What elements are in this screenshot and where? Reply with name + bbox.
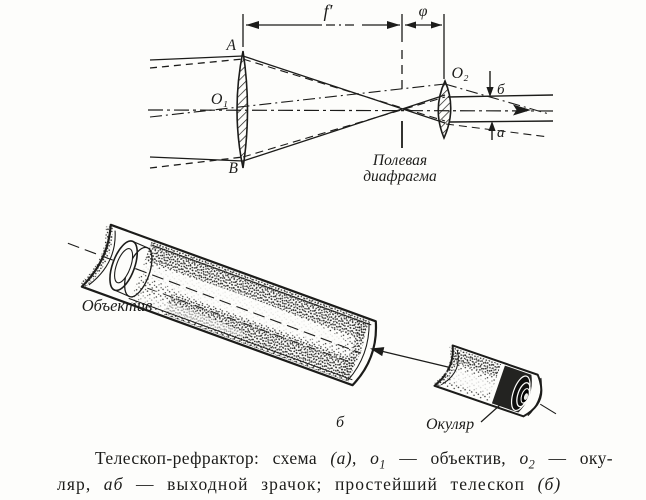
inner-wall-line-top bbox=[152, 244, 372, 326]
eyepiece-mouth-rim bbox=[440, 350, 459, 386]
eyepiece-lens bbox=[437, 79, 452, 141]
exit-pupil-markers bbox=[486, 71, 496, 140]
tube-inner-dashed-line bbox=[147, 287, 351, 363]
objective-lens-glass bbox=[114, 248, 134, 284]
main-tube bbox=[67, 223, 378, 387]
figure-part-label: б bbox=[336, 414, 345, 431]
caption-text: Телескоп-рефрактор: схема bbox=[95, 448, 331, 468]
axis-stub bbox=[539, 403, 557, 415]
arrowhead-right bbox=[431, 21, 442, 29]
caption-text: о bbox=[519, 448, 529, 468]
focal-length-label: f′ bbox=[324, 1, 334, 21]
objective-lens bbox=[236, 50, 249, 169]
optical-axis bbox=[147, 109, 557, 112]
inner-wall-line-bottom bbox=[128, 297, 353, 381]
phi-label: φ bbox=[419, 3, 428, 20]
tube-axis-line bbox=[67, 242, 362, 354]
tube-lower-shading bbox=[164, 293, 357, 382]
eyepiece-tube bbox=[433, 344, 557, 418]
light-ray-dashed bbox=[242, 96, 446, 158]
arrowhead-left bbox=[405, 21, 416, 29]
eyepiece-highlight bbox=[445, 370, 495, 392]
mouth-inner-rim bbox=[88, 230, 116, 286]
eyepiece-label: Окуляр bbox=[426, 416, 474, 433]
objective-lens-cell bbox=[109, 240, 153, 298]
chief-ray-exit bbox=[444, 83, 550, 115]
eyepiece-distance-dimension bbox=[405, 21, 442, 29]
caption-text: ляр, bbox=[57, 473, 104, 494]
interior-gap bbox=[488, 364, 505, 404]
eyepiece-label-pointer bbox=[480, 404, 501, 423]
mouth-wall-shading bbox=[80, 226, 113, 288]
light-ray bbox=[242, 94, 446, 162]
pupil-top-arrowhead bbox=[486, 87, 494, 97]
caption-text: , bbox=[352, 448, 371, 468]
tube-highlight bbox=[136, 266, 348, 346]
incoming-rays bbox=[149, 55, 244, 169]
caption-subscript: 2 bbox=[528, 457, 536, 472]
figure-caption: Телескоп-рефрактор: схема (а), о1 — объе… bbox=[57, 447, 613, 495]
eyepiece-mouth-shading bbox=[434, 345, 457, 388]
caption-text: — выходной зрачок; простейший телескоп bbox=[123, 473, 538, 494]
refractor-schematic: f′ φ bbox=[147, 1, 557, 185]
objective-center-label: О₁ bbox=[211, 91, 228, 108]
caption-text: аб bbox=[103, 473, 124, 494]
light-ray-dashed bbox=[149, 58, 244, 69]
dimension-extension-lines bbox=[242, 14, 445, 148]
pupil-top-label: б bbox=[497, 82, 505, 98]
caption-line-2: ляр, аб — выходной зрачок; простейший те… bbox=[57, 473, 613, 495]
caption-text: — объектив, bbox=[385, 448, 520, 468]
eyepiece-lens-rings bbox=[510, 375, 531, 412]
tube-upper-shading bbox=[144, 240, 370, 339]
caption-line-1: Телескоп-рефрактор: схема (а), о1 — объе… bbox=[57, 447, 613, 473]
field-stop-label-line2: диафрагма bbox=[363, 168, 437, 185]
telescope-illustration: Объектив б Окуляр bbox=[67, 223, 557, 433]
arrowhead-left bbox=[246, 21, 259, 29]
exit-rays bbox=[445, 94, 554, 138]
objective-label: Объектив bbox=[82, 296, 153, 315]
chief-ray bbox=[149, 83, 446, 118]
cap-inner-rim bbox=[347, 322, 370, 381]
field-stop-label-line1: Полевая bbox=[372, 152, 427, 169]
eyepiece-cap-rim bbox=[527, 377, 542, 417]
caption-subscript: 1 bbox=[379, 457, 386, 472]
axis-arrowhead bbox=[513, 104, 531, 116]
focal-length-dimension bbox=[246, 21, 400, 29]
caption-text: (а) bbox=[330, 448, 352, 468]
light-ray-dashed bbox=[445, 123, 550, 138]
tube-highlight-2 bbox=[136, 295, 246, 336]
cap-shading bbox=[337, 320, 366, 380]
light-ray-dashed bbox=[149, 156, 244, 169]
eyepiece-center-label: О₂ bbox=[451, 65, 469, 82]
converging-rays bbox=[242, 55, 446, 162]
arrowhead-right bbox=[387, 21, 400, 29]
caption-text: (б) bbox=[537, 473, 562, 494]
point-b-label: B bbox=[229, 160, 239, 177]
caption-text: о bbox=[370, 448, 380, 468]
pupil-bottom-label: а bbox=[497, 125, 505, 141]
light-ray bbox=[149, 156, 244, 162]
insertion-arrowhead bbox=[370, 347, 385, 357]
light-ray bbox=[149, 55, 244, 61]
light-ray bbox=[447, 94, 554, 98]
light-ray-dashed bbox=[242, 58, 446, 122]
eyepiece-upper-shading bbox=[451, 348, 502, 377]
insertion-arrow bbox=[370, 347, 453, 369]
point-a-label: A bbox=[226, 37, 237, 54]
pupil-bottom-arrowhead bbox=[488, 121, 496, 131]
caption-text: — оку- bbox=[535, 448, 613, 468]
light-ray bbox=[449, 120, 554, 123]
